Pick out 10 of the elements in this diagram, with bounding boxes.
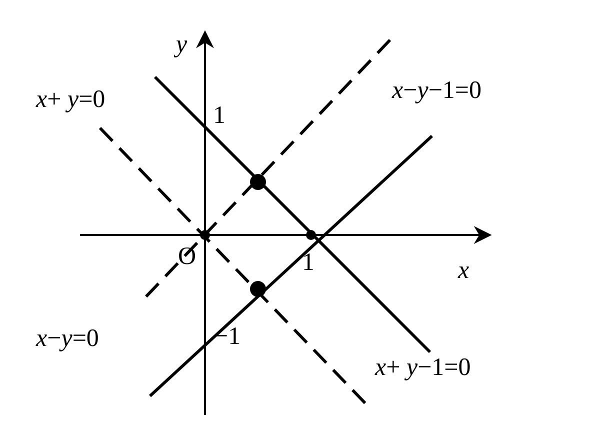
- equation-label: x+ y=0: [36, 87, 106, 112]
- equation-label: x−y−1=0: [392, 78, 482, 103]
- tick-label: 1: [213, 103, 226, 128]
- origin-label: O: [178, 244, 196, 269]
- axis-label: x: [458, 258, 470, 283]
- axis-label: y: [176, 32, 188, 57]
- tick-label: 1: [302, 250, 314, 275]
- equation-label: x−y=0: [36, 326, 99, 351]
- tick-label: −1: [214, 324, 241, 349]
- equation-label: x+ y−1=0: [375, 355, 471, 380]
